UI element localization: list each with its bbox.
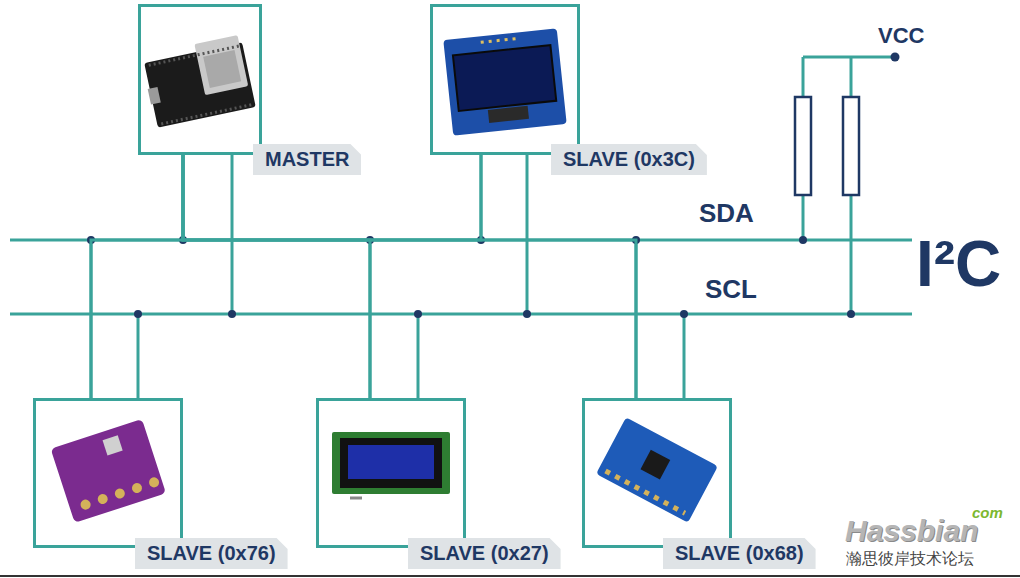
esp32-board-picture <box>141 35 256 129</box>
signal-name: SDA <box>699 200 754 226</box>
sda-connection <box>183 155 370 398</box>
wifi-module <box>194 35 248 95</box>
label-tab: SLAVE (0x3C) <box>551 144 707 175</box>
pin-pad <box>131 482 144 495</box>
pin-pad <box>79 498 92 511</box>
label-tab: SLAVE (0x27) <box>408 538 561 569</box>
wire <box>683 314 686 398</box>
screen <box>348 445 434 479</box>
vcc-wire <box>803 56 895 59</box>
watermark: 瀚思彼岸技术论坛 <box>846 551 974 567</box>
pin-pads <box>606 471 685 513</box>
ribbon <box>488 106 529 123</box>
pin-pad <box>114 487 127 500</box>
resistor-symbol <box>795 97 811 195</box>
bezel <box>340 438 442 488</box>
junction-dot <box>523 310 531 318</box>
bottom-rule <box>0 575 1020 577</box>
pcb <box>596 417 718 522</box>
junction-dot <box>680 310 688 318</box>
bus-title: I²C <box>916 232 1001 296</box>
pin-header <box>161 105 251 124</box>
lcd-display-picture <box>332 432 450 498</box>
wire <box>417 314 420 398</box>
module-box: SLAVE (0x68) <box>582 398 732 548</box>
module-label: SLAVE (0x3C) <box>563 148 695 170</box>
module-label: SLAVE (0x68) <box>675 542 804 564</box>
label-tab: SLAVE (0x68) <box>663 538 816 569</box>
wire <box>850 195 853 314</box>
pin-header <box>350 497 362 500</box>
scl-bus-line <box>10 313 912 316</box>
junction-dot <box>414 310 422 318</box>
pcb <box>332 432 450 494</box>
resistor-symbol <box>843 97 859 195</box>
module-label: SLAVE (0x27) <box>420 542 549 564</box>
junction-dot <box>847 310 855 318</box>
module-label: SLAVE (0x76) <box>147 542 276 564</box>
junction-dot <box>799 236 807 244</box>
wire <box>850 57 853 97</box>
module-box: SLAVE (0x27) <box>316 398 466 548</box>
pcb <box>443 28 566 135</box>
bme280-board-picture <box>51 419 166 523</box>
pin-pad <box>148 476 161 489</box>
wire <box>137 314 140 398</box>
usb-port <box>148 87 161 105</box>
watermark: Hassbian <box>845 516 978 546</box>
screen <box>453 45 556 111</box>
sda-connection <box>91 155 183 398</box>
module-box: MASTER <box>138 4 262 155</box>
wire <box>802 57 805 97</box>
label-tab: MASTER <box>253 144 361 175</box>
vcc-terminal-dot <box>891 53 900 62</box>
supply-label: VCC <box>878 25 924 47</box>
sensor-chip <box>103 435 123 455</box>
label-tab: SLAVE (0x76) <box>135 538 288 569</box>
signal-name: SCL <box>705 276 757 302</box>
mpu6050-board-picture <box>596 417 718 522</box>
module-shield <box>203 50 241 88</box>
module-box: SLAVE (0x3C) <box>430 4 580 155</box>
module-box: SLAVE (0x76) <box>33 398 183 548</box>
junction-dot <box>134 310 142 318</box>
junction-dot <box>228 310 236 318</box>
wire <box>802 195 805 240</box>
sensor-chip <box>640 450 670 480</box>
module-label: MASTER <box>265 148 349 170</box>
wire <box>231 155 234 314</box>
pin-header <box>149 46 239 65</box>
sda-connection <box>183 155 636 398</box>
pin-pad <box>96 493 109 506</box>
pin-header <box>481 38 521 42</box>
wire <box>526 155 529 314</box>
oled-display-picture <box>443 28 566 135</box>
pcb <box>51 419 166 523</box>
